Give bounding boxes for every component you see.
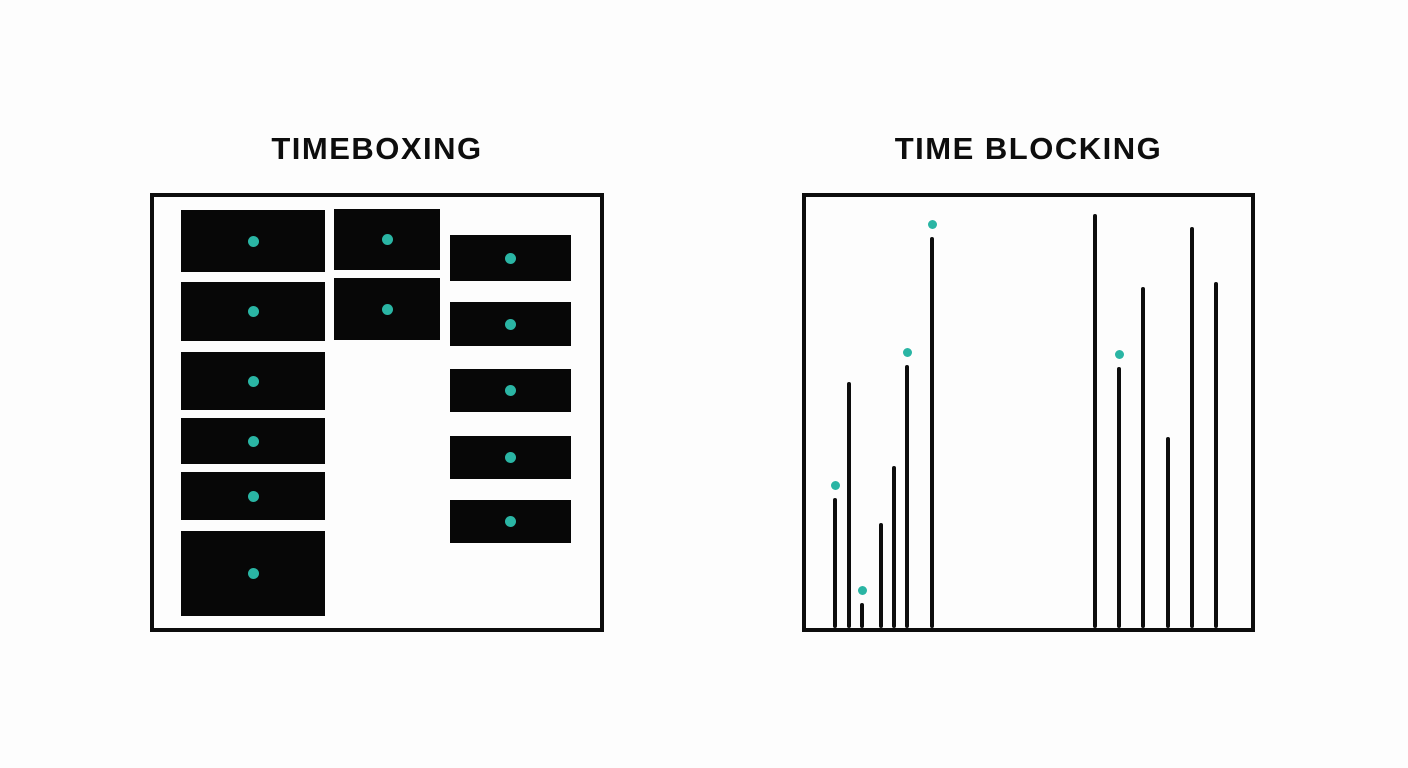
task-dot-icon [505, 516, 516, 527]
task-dot-icon [247, 568, 259, 579]
timebox-task-block [450, 369, 571, 412]
time-block-line [930, 237, 934, 628]
time-block-line [1093, 214, 1097, 628]
task-dot-icon [505, 252, 516, 264]
task-dot-icon [247, 235, 259, 247]
timebox-task-block [181, 352, 325, 410]
task-dot-icon [902, 347, 912, 357]
timebox-task-block [450, 500, 571, 543]
time-blocking-title: TIME BLOCKING [894, 131, 1163, 166]
task-dot-icon [247, 435, 259, 447]
task-dot-icon [505, 318, 516, 330]
time-block-line [1117, 367, 1121, 628]
timebox-task-block [181, 282, 325, 341]
timeboxing-title: TIMEBOXING [271, 131, 483, 166]
time-block-line [1141, 287, 1145, 628]
timebox-task-block [181, 472, 325, 520]
time-block-line [905, 365, 909, 628]
task-dot-icon [927, 219, 937, 229]
timebox-task-block [181, 531, 325, 616]
time-block-line [833, 498, 837, 628]
task-dot-icon [1114, 349, 1124, 359]
timeboxing-frame [150, 193, 604, 632]
task-dot-icon [247, 375, 259, 387]
task-dot-icon [505, 452, 516, 463]
task-dot-icon [381, 234, 393, 245]
timebox-task-block [450, 302, 571, 346]
time-block-line [1190, 227, 1194, 628]
task-dot-icon [247, 306, 259, 317]
task-dot-icon [830, 480, 840, 490]
time-block-line [860, 603, 864, 628]
time-block-line [892, 466, 896, 628]
timebox-task-block [181, 210, 325, 272]
task-dot-icon [505, 385, 516, 396]
task-dot-icon [381, 303, 393, 315]
timebox-task-block [181, 418, 325, 464]
task-dot-icon [857, 585, 867, 595]
timebox-task-block [450, 436, 571, 479]
time-block-line [847, 382, 851, 628]
time-block-line [1214, 282, 1218, 628]
timebox-task-block [334, 209, 440, 270]
time-block-line [879, 523, 883, 628]
timebox-task-block [450, 235, 571, 281]
time-blocking-frame [802, 193, 1255, 632]
task-dot-icon [247, 490, 259, 502]
timebox-task-block [334, 278, 440, 340]
time-block-line [1166, 437, 1170, 628]
